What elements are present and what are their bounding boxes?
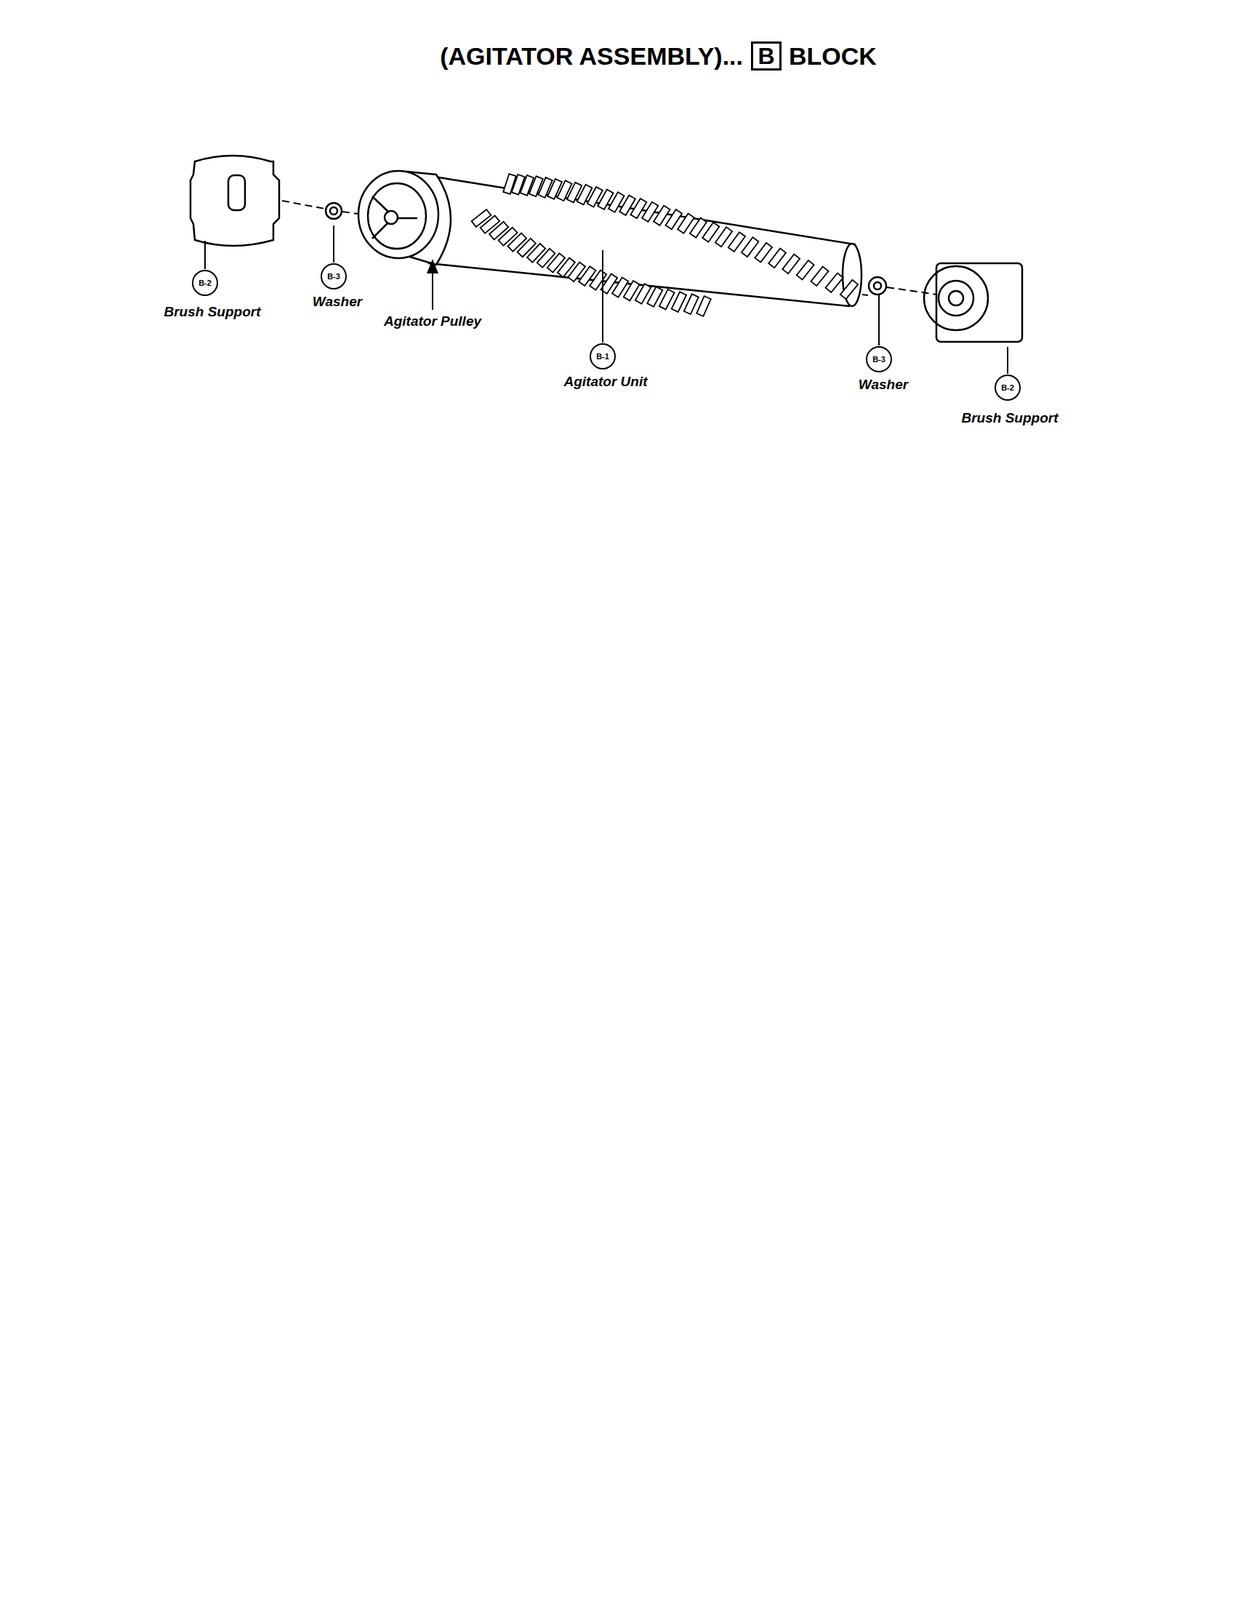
bristle-tuft <box>754 242 773 263</box>
callout-text: B-2 <box>1001 383 1015 392</box>
part-name: Washer <box>858 376 909 393</box>
bristle-tuft <box>702 222 720 243</box>
bristle-tuft <box>671 291 687 312</box>
title-word: BLOCK <box>788 42 877 71</box>
block-letter-box: B <box>750 41 782 71</box>
diagram-title: (AGITATOR ASSEMBLY)... <box>439 42 743 71</box>
bristle-tuft <box>684 293 699 315</box>
part-name: Brush Support <box>164 303 261 320</box>
bristle-tuft <box>768 248 786 269</box>
bristle-tuft <box>696 295 712 317</box>
callout-text: B-3 <box>872 354 886 364</box>
callout-number: B-1 <box>589 343 616 370</box>
part-name: Agitator Pulley <box>383 313 482 330</box>
bristle-tuft <box>741 237 759 257</box>
callout-text: B-3 <box>327 271 341 281</box>
callout-number: B-3 <box>320 263 347 290</box>
callout-number: B-2 <box>191 269 219 296</box>
bristle-tuft <box>728 231 746 252</box>
bristle-tuft <box>810 266 829 287</box>
part-name: Brush Support <box>961 410 1059 427</box>
bristle-tuft <box>840 279 858 299</box>
part-name: Washer <box>312 293 363 310</box>
callout-number: B-2 <box>994 374 1021 401</box>
bristle-tuft <box>825 273 844 293</box>
callout-text: B-1 <box>596 351 610 361</box>
block-letter: B <box>757 44 775 68</box>
bristle-tuft <box>796 260 815 280</box>
part-name: Agitator Unit <box>563 373 648 390</box>
bristle-tuft <box>782 254 800 275</box>
callout-text: B-2 <box>198 278 212 288</box>
callout-number: B-3 <box>865 346 893 373</box>
bristle-tuft <box>715 226 733 247</box>
